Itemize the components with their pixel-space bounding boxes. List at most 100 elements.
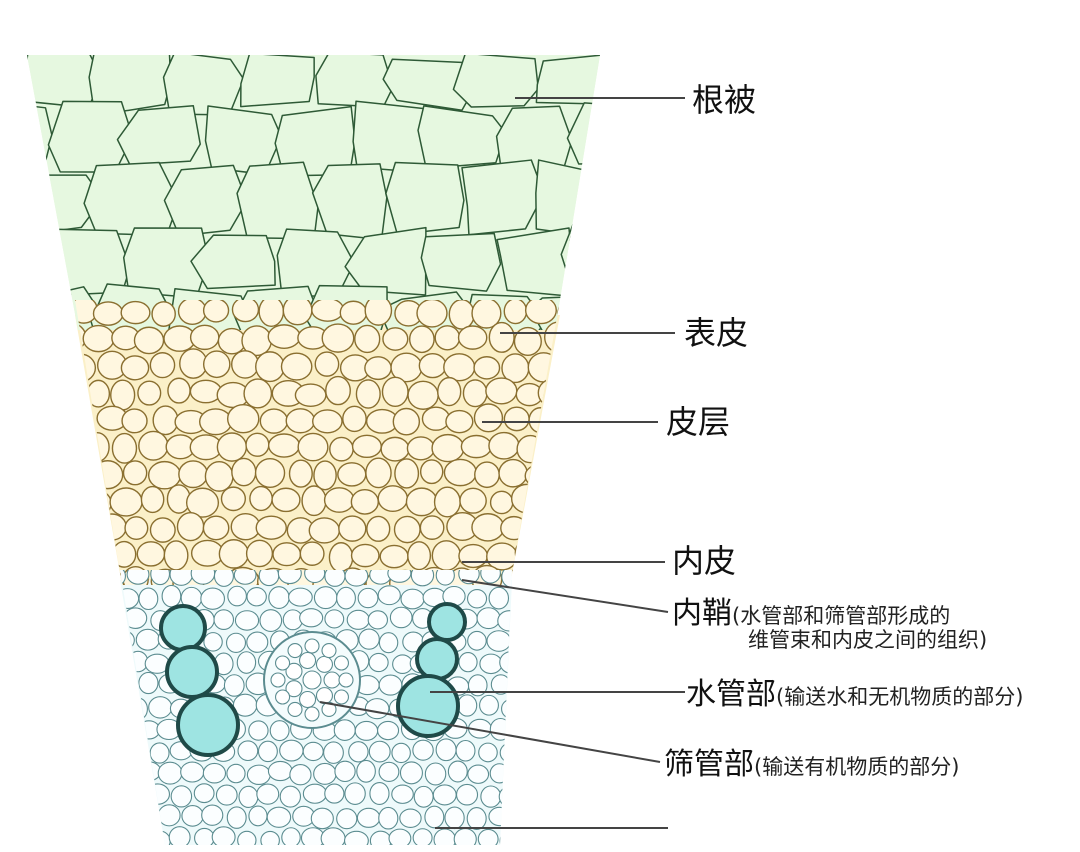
root-hair-cell (116, 105, 201, 166)
stele-cell (447, 760, 468, 783)
stele-cell (120, 742, 126, 763)
cortex-cell (280, 352, 313, 381)
label-pericycle-note-1: (水管部和筛管部形成的 (732, 604, 951, 628)
cortex-cell (178, 460, 209, 489)
stele-cell (168, 826, 191, 845)
stele-cell (257, 740, 278, 763)
stele-cell (424, 762, 447, 786)
stele-cell (289, 764, 312, 786)
stele-cell (324, 609, 345, 629)
cortex-cell (338, 515, 367, 542)
root-hair-cell (0, 51, 23, 114)
stele-cell (120, 764, 137, 786)
cortex-cell (394, 458, 420, 489)
root-hair-cell (190, 234, 276, 290)
cortex-cell (543, 321, 560, 353)
cortex-cell (513, 326, 542, 357)
cortex-cell (92, 301, 124, 326)
cortex-cell (249, 485, 273, 512)
cortex-cell (431, 540, 462, 571)
stele-cell (193, 783, 215, 804)
root-hair-cell (560, 223, 600, 301)
stele-cell (336, 586, 356, 610)
stele-cell (211, 826, 236, 845)
stele-cell (279, 739, 304, 762)
stele-cell (356, 807, 381, 828)
cortex-cell (526, 514, 556, 540)
stele-cell (478, 742, 498, 763)
root-hair-cell (566, 102, 600, 165)
cortex-cell (189, 324, 220, 351)
label-xylem-title: 水管部 (686, 677, 776, 712)
stele-cell (181, 805, 204, 827)
stele-cell (377, 585, 401, 606)
cortex-cell (308, 517, 341, 544)
stele-cell (136, 806, 160, 830)
cortex-cell (259, 408, 289, 434)
cortex-cell (176, 512, 205, 542)
cortex-cell (285, 408, 316, 434)
cortex-cell (380, 436, 410, 462)
label-xylem-note: (输送水和无机物质的部分) (776, 685, 1024, 709)
phloem-cell (298, 690, 317, 709)
label-root-hair: 根被 (692, 81, 757, 119)
cortex-cell (366, 515, 391, 542)
stele-cell (389, 606, 413, 629)
stele-cell (479, 694, 499, 716)
cortex-cell (313, 460, 337, 491)
stele-cell (246, 587, 267, 607)
cortex-cell (75, 539, 87, 571)
cortex-cell (138, 430, 169, 461)
root-hair-cell (385, 161, 465, 236)
cortex-cell (149, 517, 176, 543)
cortex-cell (163, 540, 189, 571)
cortex-cell (337, 462, 367, 487)
cortex-cell (189, 379, 222, 404)
cortex-cell (462, 379, 488, 408)
cortex-cell (355, 379, 381, 409)
stele-cell (237, 740, 259, 762)
cortex-cell (351, 434, 382, 459)
cortex-cell (382, 327, 409, 351)
stele-cell (358, 628, 380, 650)
stele-cell (266, 806, 292, 828)
stele-cell (310, 807, 334, 830)
leader-pericycle (461, 579, 669, 613)
cortex-cell (419, 515, 445, 540)
stele-cell (369, 830, 392, 845)
stele-cell (467, 764, 490, 784)
stele-cell (467, 589, 488, 609)
stele-cell (226, 632, 247, 653)
stele-cell (248, 805, 268, 827)
cortex-cell (288, 459, 313, 488)
stele-cell (138, 671, 159, 695)
cortex-cell (243, 378, 273, 409)
stele-cell (194, 827, 215, 845)
cortex-cell (120, 355, 150, 381)
cortex-cell (202, 515, 230, 541)
cortex-cell (140, 485, 165, 514)
cortex-cell (342, 405, 367, 433)
cortex-cell (218, 539, 250, 569)
cortex-cell (120, 300, 151, 325)
cortex-cell (299, 541, 325, 566)
stele-cell (126, 739, 147, 763)
phloem-cell (323, 671, 341, 689)
stele-cell (488, 806, 511, 827)
stele-cell (336, 808, 358, 830)
cortex-cell (301, 485, 327, 517)
stele-cell (486, 630, 512, 652)
cortex-cell (457, 325, 488, 350)
cortex-cell (75, 403, 94, 432)
stele-cell (268, 586, 290, 610)
cortex-cell (550, 405, 560, 432)
cortex-cell (216, 432, 248, 462)
stele-cell (387, 570, 412, 583)
stele-cell (444, 806, 465, 830)
cortex-cell (245, 539, 274, 568)
stele-cell (458, 652, 478, 673)
stele-cell (237, 830, 257, 845)
stele-cell (324, 783, 345, 804)
root-hair-cell (240, 55, 315, 108)
root-hair-cell (236, 161, 319, 240)
